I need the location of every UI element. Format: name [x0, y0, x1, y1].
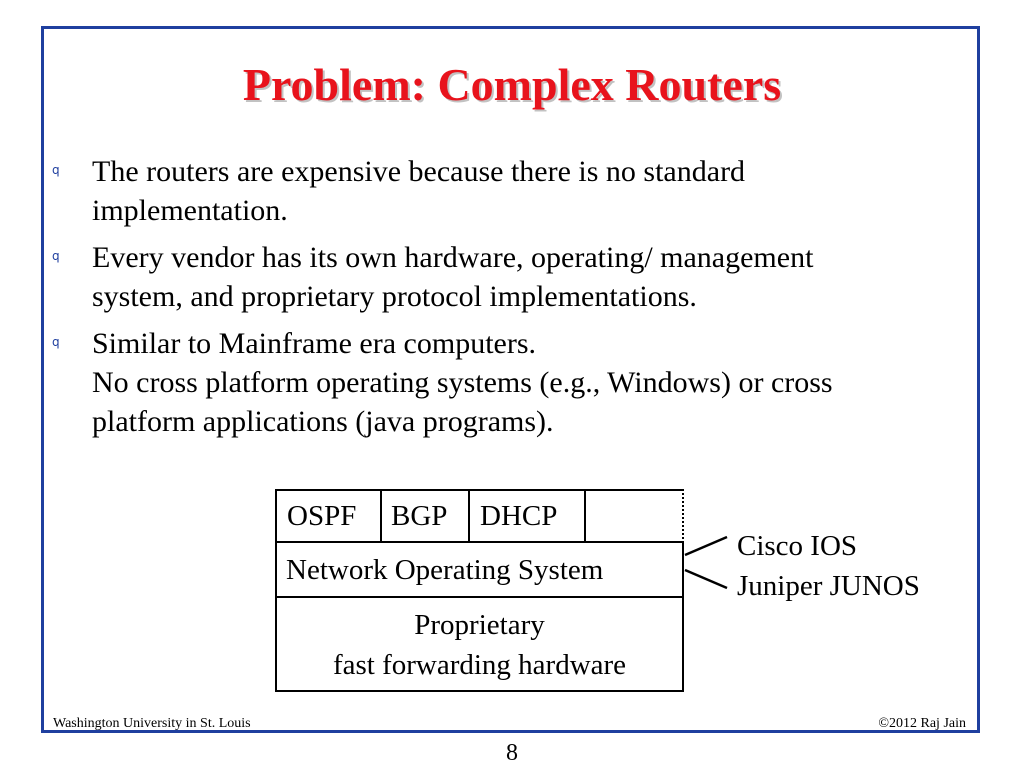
page-number: 8 [506, 740, 518, 766]
arrow-icon [684, 535, 728, 590]
box-right-border [682, 543, 684, 692]
bullet-text-line: Similar to Mainframe era computers. [92, 327, 537, 360]
network-operating-system-label: Network Operating System [286, 554, 604, 586]
protocol-cell-dhcp: DHCP [480, 500, 558, 532]
example-os-juniper: Juniper JUNOS [737, 570, 920, 602]
bullet-text-line: Every vendor has its own hardware, opera… [92, 241, 814, 274]
bullet-item: q The routers are expensive because ther… [52, 152, 932, 230]
example-os-cisco: Cisco IOS [737, 530, 858, 562]
slide-title: Problem: Complex Routers [242, 59, 782, 110]
bullet-marker-icon: q [52, 163, 60, 177]
bullet-item: q Similar to Mainframe era computers. No… [52, 324, 932, 441]
bullet-text-line: system, and proprietary protocol impleme… [92, 280, 697, 313]
bullet-marker-icon: q [52, 335, 60, 349]
footer-copyright: ©2012 Raj Jain [878, 716, 966, 731]
bullet-text-line: No cross platform operating systems (e.g… [92, 366, 833, 399]
bullet-text-line: implementation. [92, 194, 288, 227]
protocol-row-divider [275, 541, 684, 543]
slide-frame [41, 26, 980, 733]
protocol-divider [380, 489, 382, 543]
nos-row-divider [275, 596, 684, 598]
protocol-cell-bgp: BGP [391, 500, 448, 532]
protocol-divider [584, 489, 586, 543]
protocol-divider [468, 489, 470, 543]
protocol-cell-ospf: OSPF [287, 500, 357, 532]
box-top-border [275, 489, 684, 491]
box-bottom-border [275, 690, 684, 692]
box-left-border [275, 489, 277, 692]
bullet-item: q Every vendor has its own hardware, ope… [52, 238, 932, 316]
box-right-dotted-border [682, 489, 684, 543]
bullet-marker-icon: q [52, 249, 60, 263]
hardware-label-line1: Proprietary [414, 609, 545, 641]
bullet-text-line: platform applications (java programs). [92, 405, 554, 438]
hardware-label-line2: fast forwarding hardware [332, 649, 627, 681]
bullet-text-line: The routers are expensive because there … [92, 155, 746, 188]
footer-institution: Washington University in St. Louis [53, 716, 251, 731]
bullet-list: q The routers are expensive because ther… [52, 152, 932, 449]
